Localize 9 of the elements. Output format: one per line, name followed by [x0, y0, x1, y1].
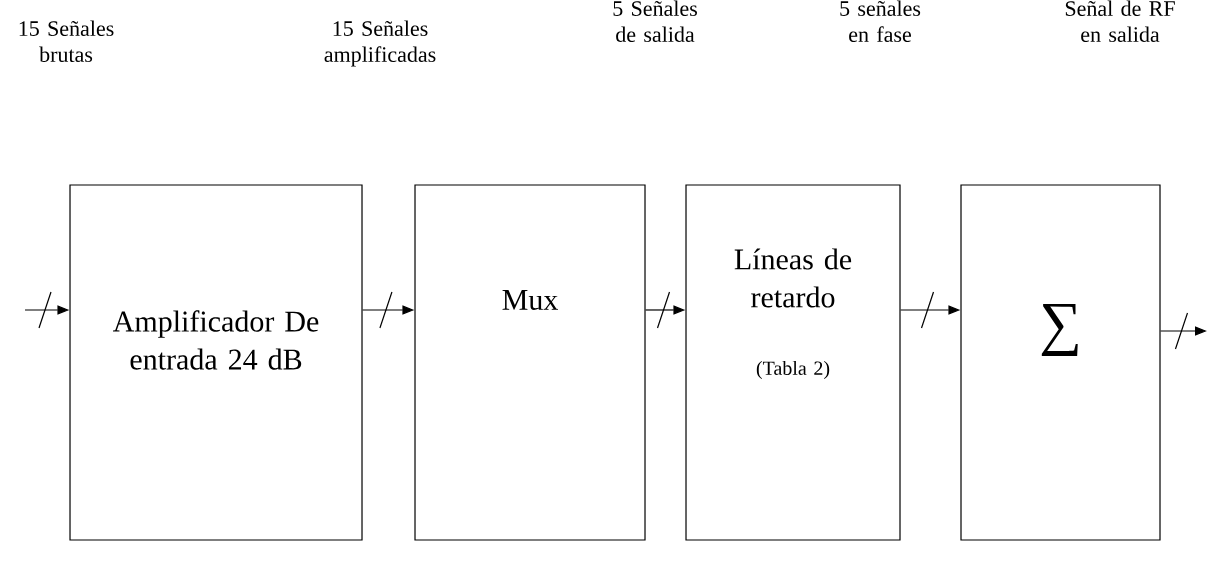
block-box: Mux	[414, 184, 646, 541]
signal-label: 5 señales en fase	[840, 0, 921, 42]
block-box: ∑	[960, 184, 1161, 541]
block-box: Líneas de retardo (Tabla 2)	[685, 184, 901, 541]
signal-label: 15 Señales amplificadas	[324, 20, 436, 67]
signal-label: 15 Señales brutas	[19, 20, 114, 62]
signal-label: Señal de RF en salida	[1065, 0, 1175, 42]
block-box: Amplificador De entrada 24 dB	[69, 184, 363, 541]
signal-label: 5 Señales de salida	[613, 0, 697, 42]
